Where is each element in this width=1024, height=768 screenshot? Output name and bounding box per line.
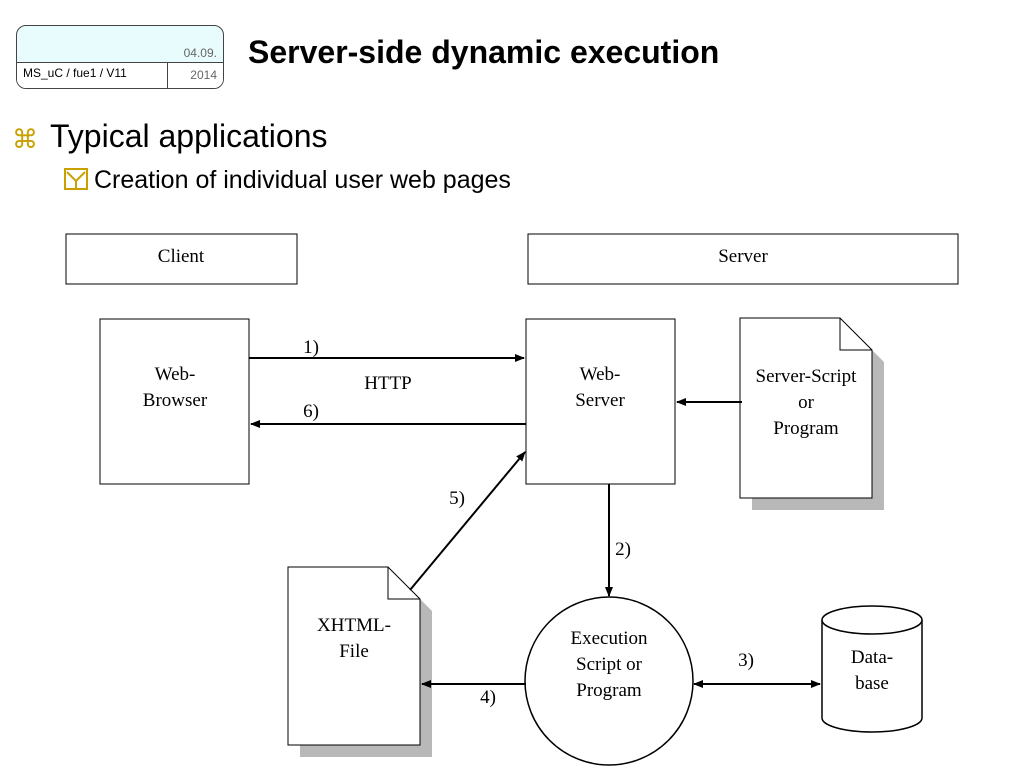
y-checkbox-icon [64, 168, 88, 195]
badge-divider [167, 62, 168, 88]
step-5-label: 5) [449, 488, 465, 509]
badge-date-day: 04.09. [183, 46, 217, 60]
database-label-line1: Data- [851, 647, 893, 668]
database-label-line2: base [855, 673, 889, 694]
script-label-line1: Server-Script [756, 366, 858, 387]
script-label-line2: or [798, 392, 815, 413]
badge-bottom-row [17, 62, 223, 88]
slide-title: Server-side dynamic execution [248, 34, 720, 70]
server-zone-header: Server [527, 233, 959, 285]
step-3-label: 3) [738, 650, 754, 671]
course-badge: 04.09. MS_uC / fue1 / V11 2014 [16, 25, 224, 89]
step-6-label: 6) [303, 401, 319, 422]
step-1-label: 1) [303, 337, 319, 358]
webserver-label-line2: Server [575, 390, 625, 411]
browser-label-line1: Web- [155, 364, 196, 385]
http-label: HTTP [364, 373, 412, 394]
web-browser-node: Web- Browser [99, 318, 250, 485]
xhtml-file-document: XHTML- File [287, 566, 432, 757]
webserver-label-line1: Web- [580, 364, 621, 385]
badge-course-code: MS_uC / fue1 / V11 [23, 66, 127, 80]
xhtml-to-server-arrow [409, 451, 526, 591]
xhtml-label-line2: File [339, 641, 369, 662]
step-4-label: 4) [480, 687, 496, 708]
bullet-level2: Creation of individual user web pages [94, 166, 511, 194]
script-label-line3: Program [773, 418, 839, 439]
execution-label-line1: Execution [570, 628, 648, 649]
execution-label-line3: Program [576, 680, 642, 701]
client-zone-label: Client [158, 246, 205, 267]
execution-node: Execution Script or Program [524, 596, 694, 766]
browser-label-line2: Browser [143, 390, 208, 411]
step-2-label: 2) [615, 539, 631, 560]
execution-label-line2: Script or [576, 654, 643, 675]
server-script-document: Server-Script or Program [739, 317, 884, 510]
client-zone-header: Client [65, 233, 298, 285]
badge-date-year: 2014 [190, 68, 217, 82]
server-zone-label: Server [718, 246, 768, 267]
bullet-level1: Typical applications [50, 118, 328, 154]
web-server-node: Web- Server [525, 318, 676, 485]
command-key-icon: ⌘ [12, 124, 38, 154]
xhtml-label-line1: XHTML- [317, 615, 391, 636]
database-node: Data- base [821, 605, 923, 733]
